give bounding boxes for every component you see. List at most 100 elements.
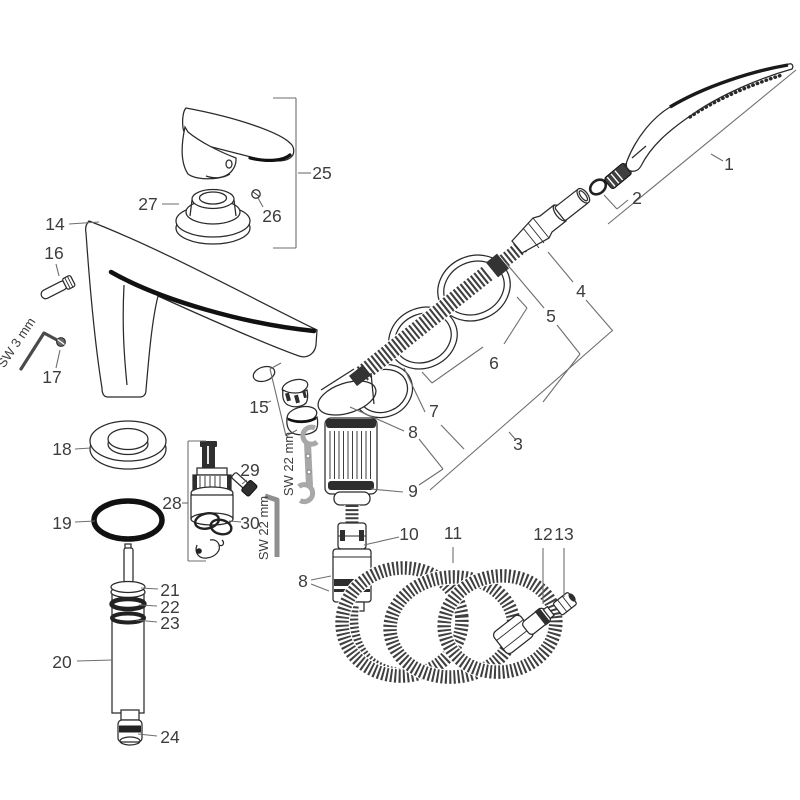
- bracket-line: [429, 329, 614, 491]
- callout-30: 30: [228, 513, 260, 533]
- aerator-set-15: [252, 365, 319, 436]
- part-number-label: 23: [160, 613, 179, 633]
- leader-line: [137, 733, 158, 737]
- callout-10: 10: [363, 524, 419, 546]
- callout-1: 1: [607, 69, 797, 225]
- leader-line: [55, 263, 60, 277]
- leader-line: [138, 604, 158, 607]
- part-number-label: 24: [160, 727, 180, 747]
- part-number-label: 8: [298, 571, 308, 591]
- leader-line: [440, 424, 465, 450]
- leader-line: [55, 349, 61, 369]
- leader-line: [505, 262, 545, 309]
- callout-20: 20: [52, 652, 113, 672]
- leader-line: [508, 431, 517, 441]
- aerator-insert: [281, 378, 309, 408]
- callout-4: 4: [547, 251, 586, 301]
- leader-line: [76, 659, 113, 662]
- part-number-label: 27: [138, 194, 157, 214]
- cap-24: [117, 719, 143, 746]
- leader-line: [257, 197, 264, 208]
- part-number-label: 28: [162, 493, 181, 513]
- part-number-label: 19: [52, 513, 71, 533]
- leader-line: [310, 583, 330, 592]
- callout-23: 23: [135, 613, 180, 633]
- open-end-wrench-sw22: [298, 424, 319, 502]
- part-number-label: 4: [576, 281, 586, 301]
- base-ring-18: [89, 420, 167, 470]
- hand-shower: [625, 63, 794, 172]
- ribbed-grip-body: [324, 417, 378, 506]
- callout-8: 8: [349, 406, 444, 470]
- callout-13: 13: [554, 524, 574, 597]
- cartridge-screw-29: [231, 472, 258, 497]
- leader-line: [135, 619, 158, 623]
- callout-25: 25: [273, 97, 332, 249]
- leader-line: [310, 575, 332, 581]
- part-number-label: 10: [399, 524, 419, 544]
- leader-line: [241, 479, 248, 485]
- part-number-label: 14: [45, 214, 65, 234]
- part-number-label: 7: [429, 401, 439, 421]
- lever-handle-25: [181, 107, 295, 180]
- leader-line: [269, 362, 282, 370]
- handle-accent-stripe: [248, 153, 292, 162]
- part-number-label: 30: [240, 513, 260, 533]
- callout-14: 14: [45, 214, 100, 234]
- callout-11: 11: [444, 523, 462, 563]
- callout-18: 18: [52, 439, 92, 459]
- part-number-label: 26: [262, 206, 281, 226]
- callout-9: 9: [370, 468, 444, 501]
- leader-line: [349, 406, 405, 432]
- callout-15: 15: [249, 362, 298, 437]
- callout-29: 29: [240, 460, 260, 485]
- part-number-label: 21: [160, 580, 179, 600]
- part-number-label: 22: [160, 597, 179, 617]
- tool-size-label: SW 3 mm: [0, 315, 38, 371]
- callout-6: 6: [421, 296, 528, 384]
- set-screw-17: [56, 337, 66, 347]
- leader-line: [418, 438, 444, 470]
- leader-line: [403, 367, 426, 413]
- ring-21: [110, 580, 146, 599]
- spray-face-dots: [688, 73, 784, 119]
- pin-16: [40, 275, 76, 300]
- leader-line: [503, 307, 528, 345]
- leader-line: [607, 69, 797, 225]
- spout-body: [85, 220, 318, 398]
- part-number-label: 2: [632, 188, 642, 208]
- bracket-line: [542, 353, 581, 403]
- leader-line: [418, 468, 444, 486]
- socket-bar-sw22: [264, 493, 280, 557]
- callout-27: 27: [138, 194, 179, 214]
- leader-line: [228, 520, 242, 523]
- leader-line: [370, 488, 404, 493]
- callout-19: 19: [52, 513, 96, 533]
- o-ring-19: [91, 498, 165, 542]
- bracket-line: [556, 324, 581, 355]
- bell-collar: [348, 364, 372, 387]
- leader-line: [547, 251, 574, 283]
- spray-former-bell: [317, 364, 377, 416]
- leader-line: [68, 221, 100, 225]
- leader-line: [710, 153, 724, 162]
- pullout-hose: [356, 237, 531, 382]
- o-ring-2: [588, 178, 608, 196]
- leader-line: [363, 536, 400, 546]
- part-number-label: 16: [44, 243, 63, 263]
- bracket-line: [585, 299, 613, 331]
- part-number-label: 15: [249, 397, 268, 417]
- tool-size-label: SW 22 mm: [256, 496, 271, 560]
- leader-line: [74, 447, 92, 450]
- callout-16: 16: [44, 243, 64, 277]
- part-number-label: 13: [554, 524, 573, 544]
- callout-7: 7: [403, 367, 465, 450]
- leader-line: [269, 368, 287, 437]
- hose-nut-13: [552, 592, 577, 616]
- allen-key-sw3: [19, 331, 59, 371]
- leader-line: [431, 346, 484, 384]
- aerator-sleeve: [286, 405, 319, 436]
